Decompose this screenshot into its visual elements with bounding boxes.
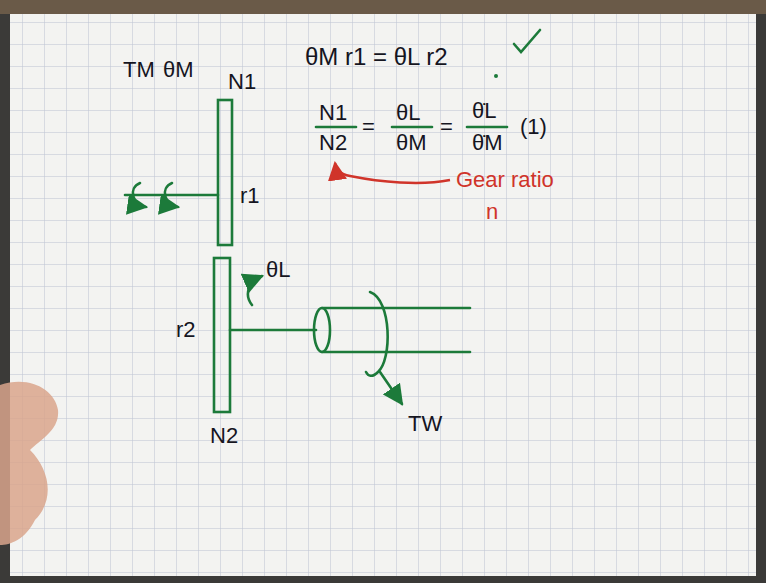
torque-arrow xyxy=(165,183,178,207)
dot-mark xyxy=(494,74,498,78)
radius-symbol: r2 xyxy=(176,318,196,342)
fraction-bar xyxy=(467,126,507,129)
grid xyxy=(10,14,756,576)
torque-symbol: TM xyxy=(123,58,155,82)
denominator: θ̇M xyxy=(472,131,503,155)
load-torque-arc xyxy=(366,292,388,376)
fraction-bar xyxy=(392,126,432,129)
annotation: Gear ratio xyxy=(456,168,554,192)
paper xyxy=(10,14,756,576)
equation: θM r1 = θL r2 xyxy=(305,44,448,70)
rotation-arrow xyxy=(248,276,262,305)
denominator: N2 xyxy=(319,131,347,155)
numerator: θ̇L xyxy=(472,99,496,123)
check-mark xyxy=(514,30,540,52)
load-torque-arrow xyxy=(380,372,402,404)
cylinder-end xyxy=(314,308,330,352)
cylinder-edge xyxy=(322,307,470,310)
teeth-count: N2 xyxy=(210,424,238,448)
equals-sign: = xyxy=(440,115,453,139)
torque-arrow xyxy=(133,183,146,207)
board-frame xyxy=(0,0,766,14)
teeth-count: N1 xyxy=(228,70,256,94)
annotation-symbol: n xyxy=(486,200,498,224)
gear-1 xyxy=(218,100,232,245)
motor-shaft xyxy=(125,194,218,197)
cylinder-edge xyxy=(322,351,470,354)
hand xyxy=(0,382,58,545)
equation-number: (1) xyxy=(520,115,547,139)
torque-symbol: TW xyxy=(408,412,442,436)
fraction-bar xyxy=(316,126,356,129)
equals-sign: = xyxy=(362,115,375,139)
gear-2 xyxy=(214,258,230,412)
radius-symbol: r1 xyxy=(240,184,260,208)
denominator: θM xyxy=(396,131,427,155)
numerator: θL xyxy=(396,101,420,125)
angle-symbol: θM xyxy=(163,58,194,82)
load-shaft xyxy=(230,329,316,332)
pointer-arrow xyxy=(335,163,450,183)
angle-symbol: θL xyxy=(266,258,290,282)
numerator: N1 xyxy=(319,101,347,125)
